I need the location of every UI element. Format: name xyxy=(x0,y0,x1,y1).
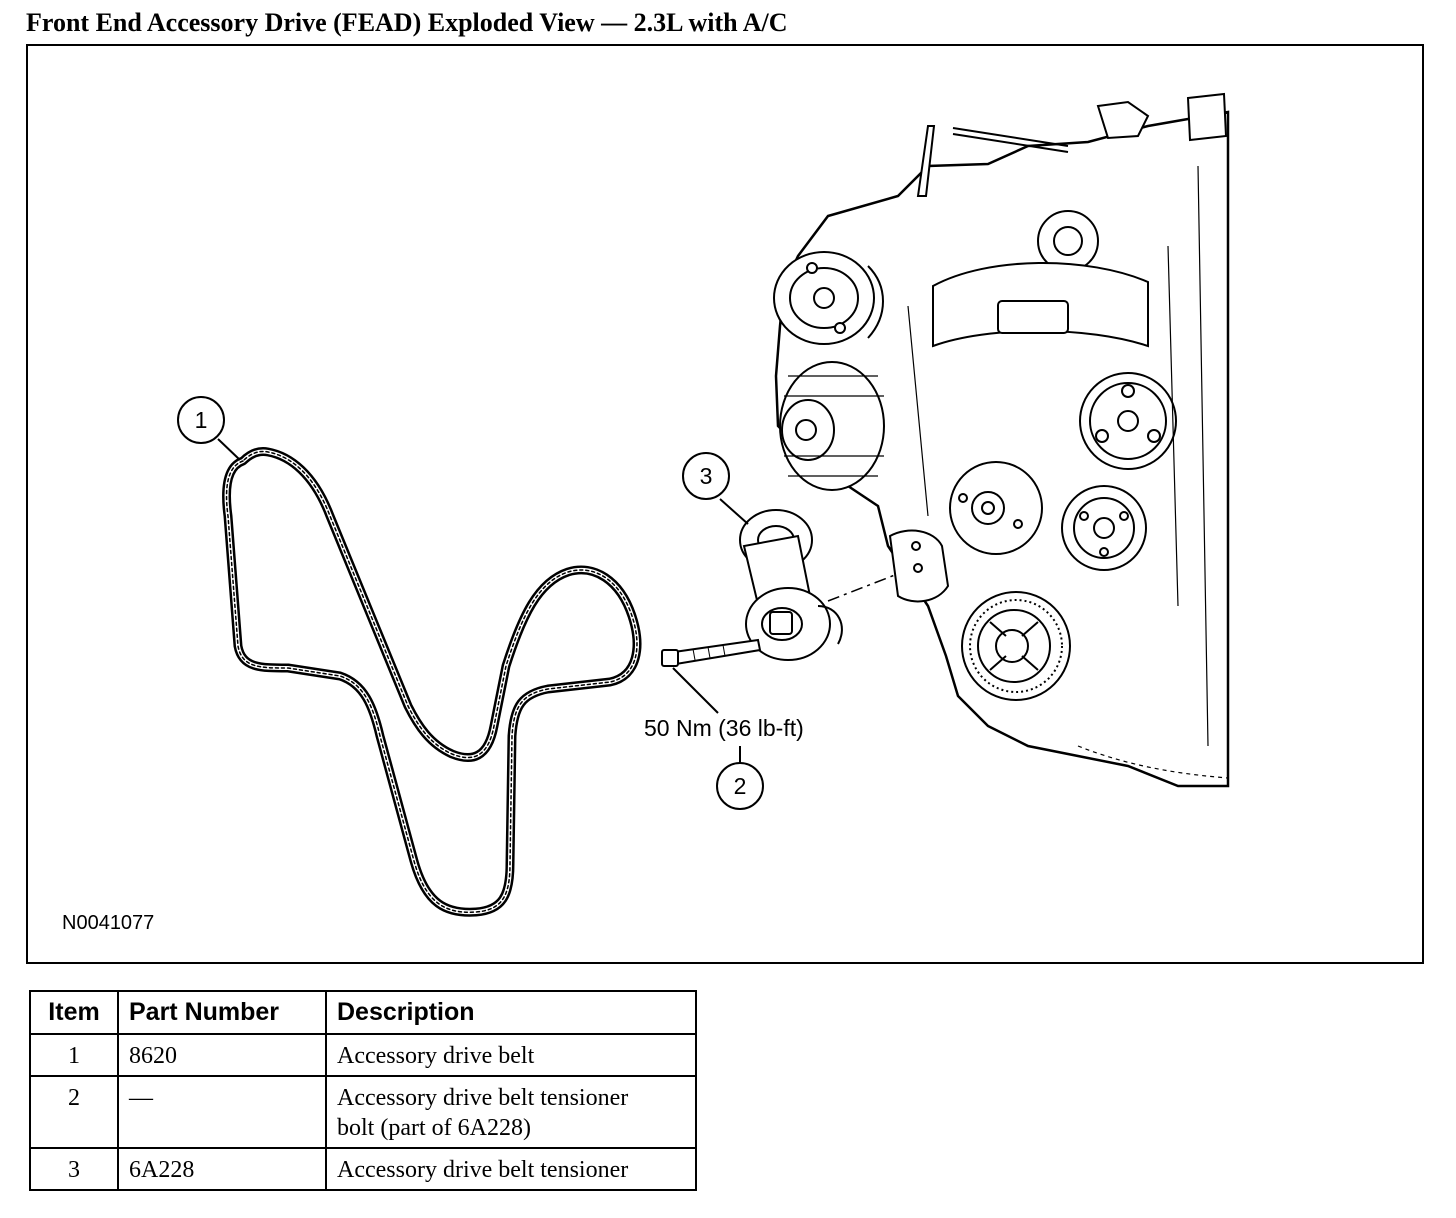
header-part-number: Part Number xyxy=(117,990,327,1035)
table-header-row: Item Part Number Description xyxy=(29,990,697,1035)
cell-description: Accessory drive belt tensioner xyxy=(325,1147,697,1191)
belt-tensioner xyxy=(739,509,843,661)
cell-item: 1 xyxy=(29,1033,119,1077)
table-row: 2 — Accessory drive belt tensioner bolt (… xyxy=(29,1075,697,1149)
exploded-view-drawing: 1 3 50 Nm (36 lb-ft) xyxy=(177,92,1230,917)
cell-part-number: — xyxy=(117,1075,327,1149)
cell-item: 3 xyxy=(29,1147,119,1191)
cell-part-number: 6A228 xyxy=(117,1147,327,1191)
cell-description-line1: Accessory drive belt tensioner xyxy=(337,1085,629,1111)
callout-1: 1 xyxy=(177,396,241,461)
callout-3-number: 3 xyxy=(700,463,713,489)
callout-1-number: 1 xyxy=(195,407,208,433)
exploded-view-figure: 1 3 50 Nm (36 lb-ft) xyxy=(26,44,1424,964)
header-description: Description xyxy=(325,990,697,1035)
cell-part-number: 8620 xyxy=(117,1033,327,1077)
callout-3: 3 xyxy=(682,452,749,525)
engine-front xyxy=(773,92,1230,788)
cell-description: Accessory drive belt tensioner bolt (part… xyxy=(325,1075,697,1149)
callout-2-number: 2 xyxy=(734,773,747,799)
figure-id: N0041077 xyxy=(62,912,155,934)
parts-table: Item Part Number Description 1 8620 Acce… xyxy=(29,990,697,1191)
table-row: 1 8620 Accessory drive belt xyxy=(29,1033,697,1077)
callout-2: 2 xyxy=(716,746,764,810)
table-row: 3 6A228 Accessory drive belt tensioner xyxy=(29,1147,697,1191)
cell-item: 2 xyxy=(29,1075,119,1149)
accessory-drive-belt xyxy=(222,447,642,917)
cell-description: Accessory drive belt xyxy=(325,1033,697,1077)
torque-spec-label: 50 Nm (36 lb-ft) xyxy=(644,715,804,741)
tensioner-bolt xyxy=(661,638,762,667)
cell-description-line2: bolt (part of 6A228) xyxy=(337,1115,531,1141)
page-title: Front End Accessory Drive (FEAD) Explode… xyxy=(26,8,788,37)
header-item: Item xyxy=(29,990,119,1035)
